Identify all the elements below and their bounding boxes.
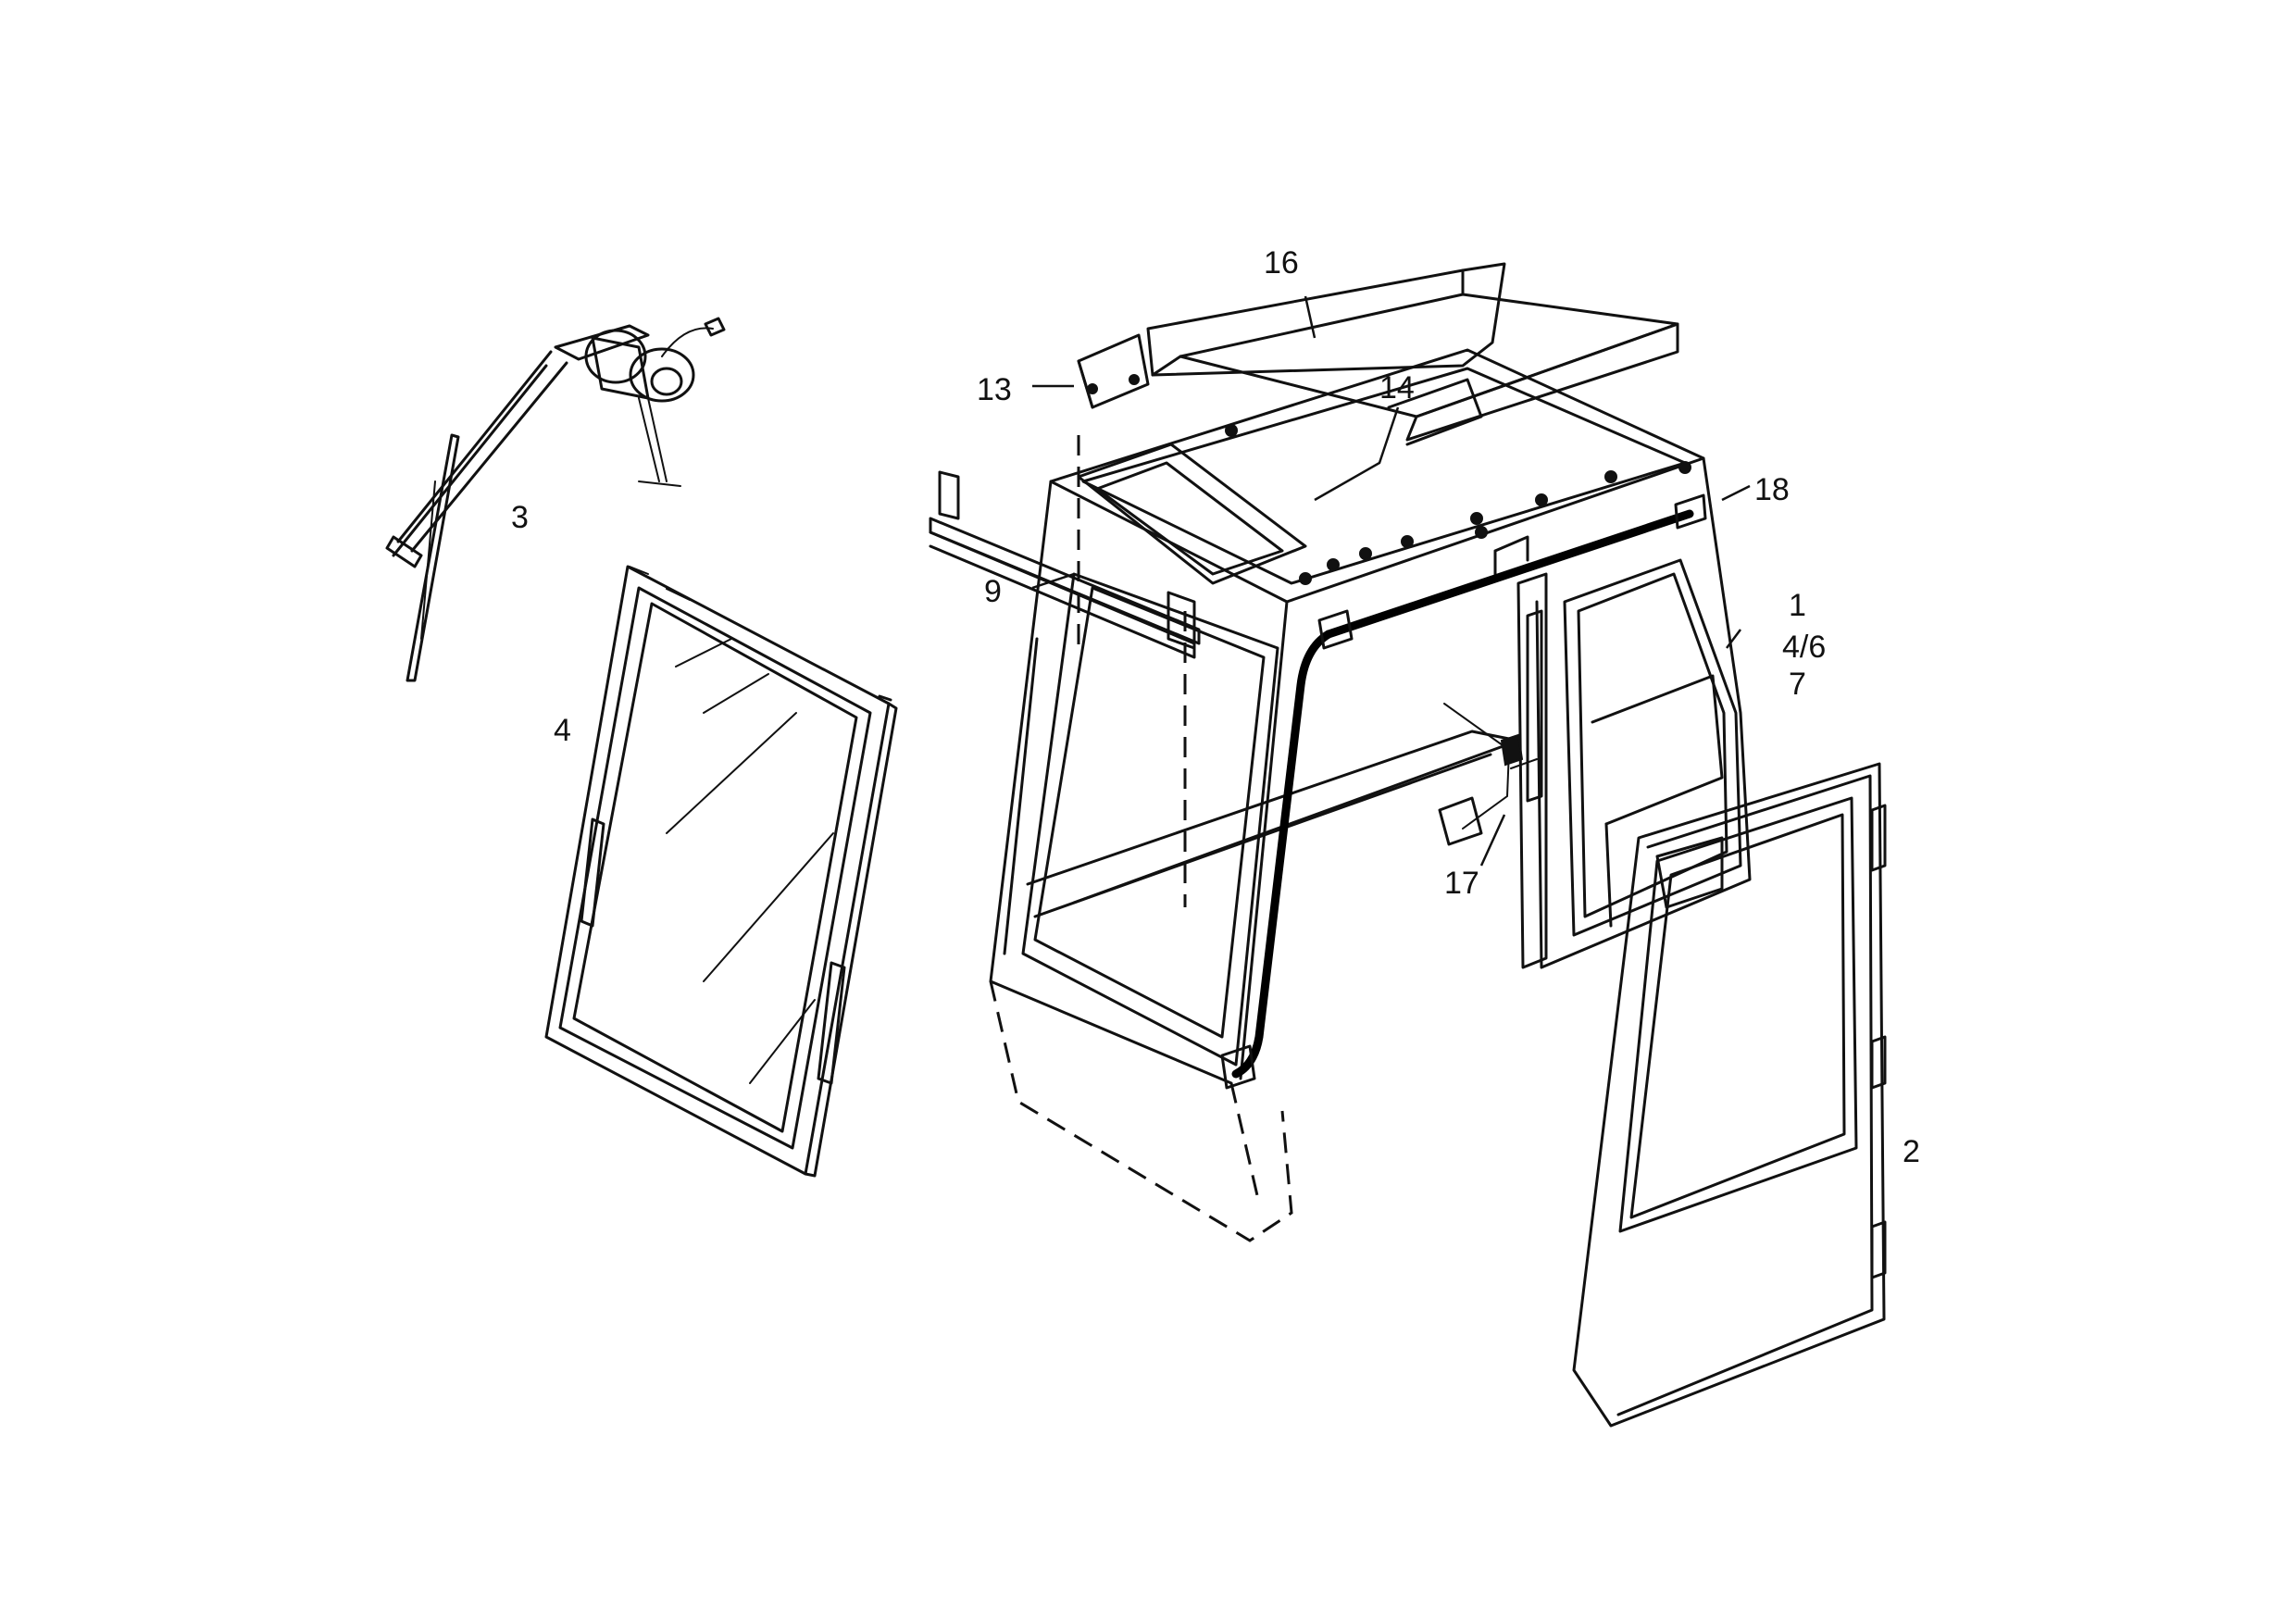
label-13: 13	[977, 372, 1012, 407]
bracket-13	[1077, 333, 1150, 409]
label-16: 16	[1264, 245, 1299, 281]
label-3: 3	[511, 500, 529, 535]
leader-lines	[1031, 295, 1751, 867]
label-4: 4	[554, 713, 571, 748]
label-7: 7	[1789, 667, 1806, 702]
label-4-6: 4/6	[1782, 630, 1826, 665]
label-14: 14	[1379, 370, 1415, 406]
wiring-harness-18	[1220, 493, 1707, 1090]
rail-9	[929, 470, 1201, 659]
wiring-connector-17	[1438, 703, 1538, 846]
label-17: 17	[1444, 866, 1479, 901]
wiper-assembly	[385, 317, 726, 682]
label-18: 18	[1754, 472, 1790, 507]
part-labels: 16 13 14 18 3 9 1 4/6 7 4 17 2	[511, 245, 1920, 1169]
window-glass-frame	[544, 565, 898, 1178]
roof-panel	[1146, 262, 1679, 442]
cab-body-frame	[989, 348, 1752, 1242]
door-panel	[1572, 762, 1887, 1428]
label-2: 2	[1903, 1134, 1920, 1169]
label-1: 1	[1789, 588, 1806, 623]
label-9: 9	[984, 574, 1002, 609]
